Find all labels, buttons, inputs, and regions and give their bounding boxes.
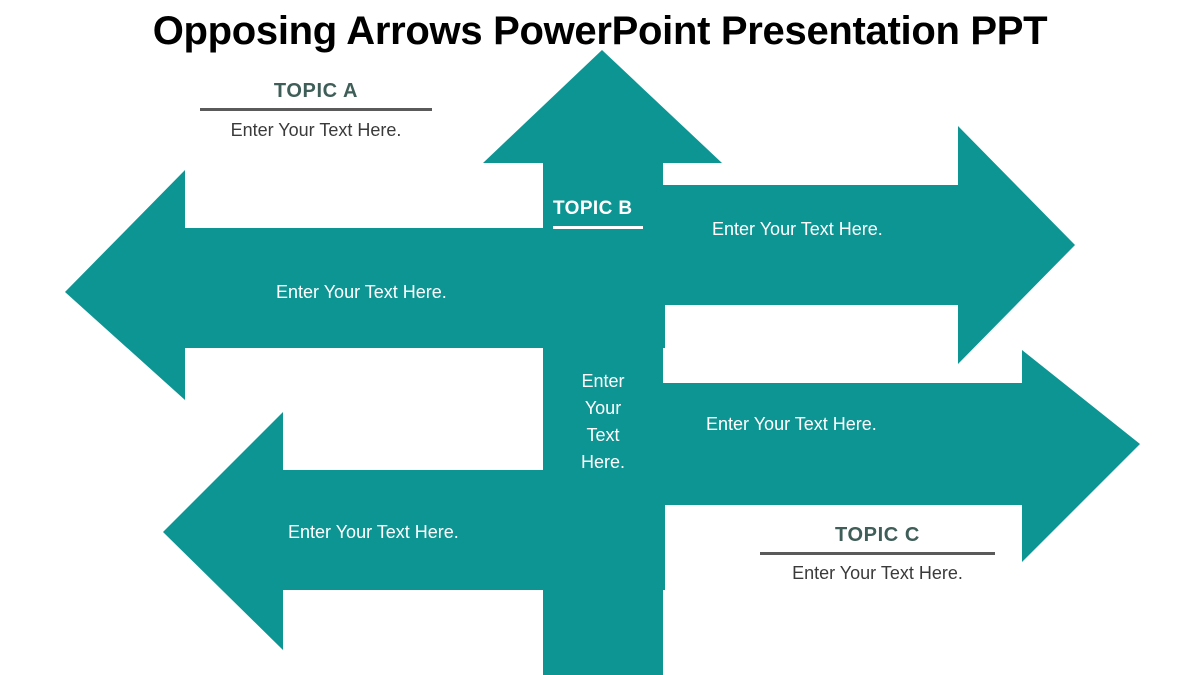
arrow-right-upper-shape[interactable] — [543, 126, 1075, 364]
topic-a-divider — [200, 108, 432, 111]
topic-b-divider — [553, 226, 643, 229]
topic-b-heading-block: TOPIC B — [553, 198, 643, 229]
arrow-right-lower-label: Enter Your Text Here. — [706, 414, 877, 434]
arrow-left-upper-label: Enter Your Text Here. — [276, 282, 447, 302]
arrow-right-upper-label: Enter Your Text Here. — [712, 219, 883, 239]
arrow-up-label-line-3: Text — [586, 425, 620, 445]
arrow-left-upper-shape[interactable] — [65, 170, 665, 400]
topic-b-heading: TOPIC B — [553, 198, 633, 219]
arrow-left-lower-shape[interactable] — [163, 412, 665, 650]
arrow-up-label-line-1: Enter — [581, 371, 625, 391]
page-title: Opposing Arrows PowerPoint Presentation … — [152, 9, 1048, 53]
topic-a-heading: TOPIC A — [273, 80, 359, 102]
arrow-up-shape[interactable] — [483, 50, 722, 675]
topic-a-body: Enter Your Text Here. — [230, 120, 402, 140]
topic-c-body: Enter Your Text Here. — [792, 563, 963, 583]
arrow-up-label: Enter Your Text Here. — [548, 368, 658, 476]
topic-a-heading-block: TOPIC A — [200, 80, 432, 111]
arrow-right-lower-shape[interactable] — [543, 350, 1140, 562]
topic-c-heading-block: TOPIC C — [760, 524, 995, 555]
arrow-left-lower-label: Enter Your Text Here. — [288, 522, 459, 542]
arrow-up-label-line-4: Here. — [580, 452, 625, 472]
arrow-up-label-line-2: Your — [584, 398, 622, 418]
topic-c-divider — [760, 552, 995, 555]
topic-c-heading: TOPIC C — [835, 524, 920, 546]
